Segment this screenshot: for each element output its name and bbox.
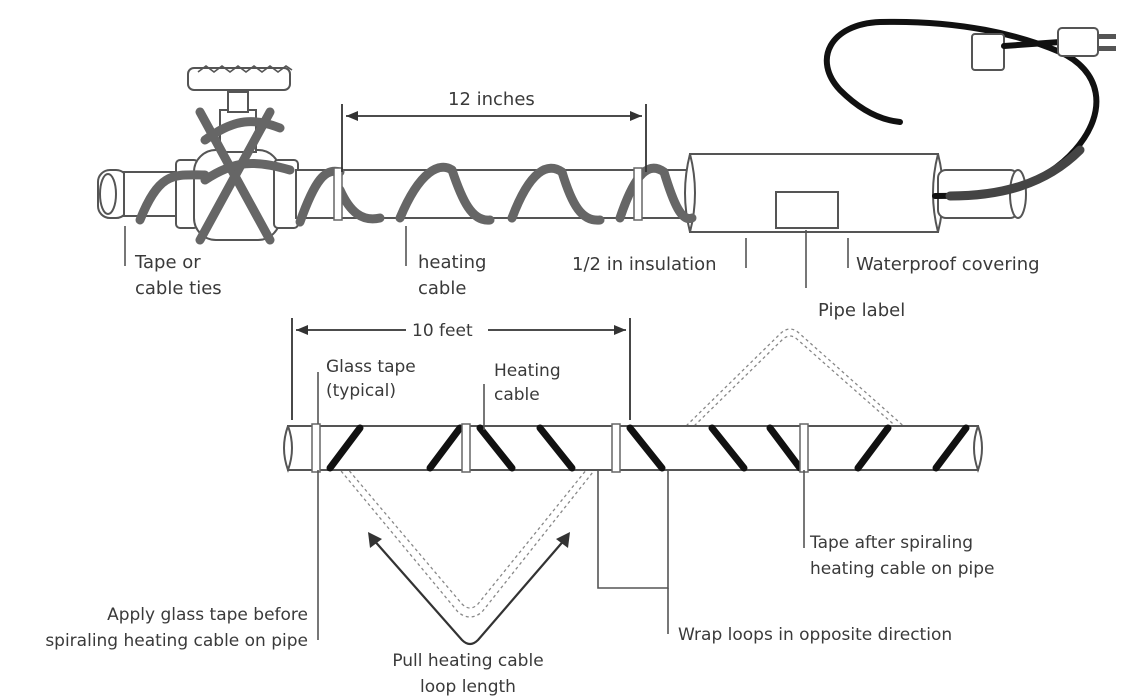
- lower-pipe-assembly: 10 feet: [45, 318, 995, 697]
- label-pipe-label: Pipe label: [818, 300, 905, 321]
- tape-band: [633, 167, 643, 221]
- dimension-10-feet: 10 feet: [412, 321, 473, 341]
- label-tape-after-spiraling: Tape after spiraling: [809, 533, 973, 553]
- label-heating-cable-2: cable: [418, 278, 466, 299]
- label-insulation: 1/2 in insulation: [572, 254, 717, 275]
- upper-pipe-assembly: 12 inches Tape or cable ties heating cab…: [97, 18, 1116, 321]
- label-heating-cable-lower-2: cable: [494, 385, 540, 405]
- glass-tape-band: [461, 423, 471, 473]
- label-pull-heating-cable: Pull heating cable: [392, 651, 543, 671]
- label-tape-after-spiraling-2: heating cable on pipe: [810, 559, 995, 579]
- label-apply-glass-tape: Apply glass tape before: [107, 605, 308, 625]
- label-wrap-loops: Wrap loops in opposite direction: [678, 625, 952, 645]
- dimension-12-inches: 12 inches: [448, 89, 535, 110]
- glass-tape-band: [611, 423, 621, 473]
- label-tape-or-cable-ties: Tape or: [134, 252, 201, 273]
- pipe-label-box: [775, 191, 839, 229]
- tape-band: [333, 167, 343, 221]
- label-glass-tape-2: (typical): [326, 381, 396, 401]
- glass-tape-band: [799, 423, 809, 473]
- glass-tape-band: [311, 423, 321, 473]
- label-pull-heating-cable-2: loop length: [420, 677, 516, 697]
- label-heating-cable: heating: [418, 252, 486, 273]
- label-apply-glass-tape-2: spiraling heating cable on pipe: [45, 631, 308, 651]
- label-tape-or-cable-ties-2: cable ties: [135, 278, 222, 299]
- valve-icon: [175, 65, 299, 241]
- label-heating-cable-lower: Heating: [494, 361, 561, 381]
- plug-icon: [971, 27, 1116, 71]
- label-glass-tape: Glass tape: [326, 357, 416, 377]
- label-waterproof-covering: Waterproof covering: [856, 254, 1040, 275]
